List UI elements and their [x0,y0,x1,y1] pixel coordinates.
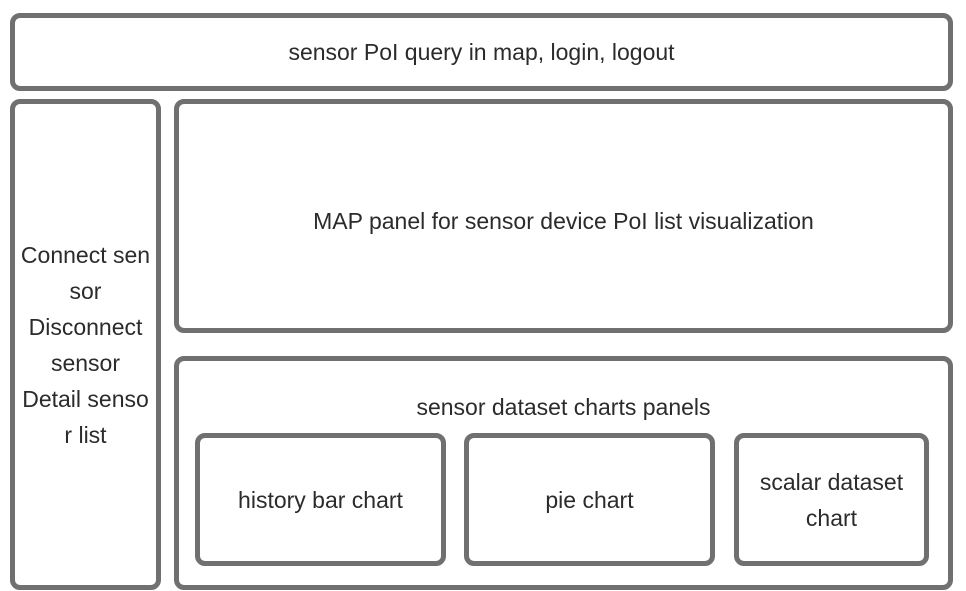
charts-panel: sensor dataset charts panels history bar… [174,356,953,590]
disconnect-sensor-button[interactable]: Disconnect sensor [28,313,143,376]
top-bar[interactable]: sensor PoI query in map, login, logout [10,13,953,91]
pie-chart-panel[interactable]: pie chart [464,433,715,566]
history-bar-chart-panel[interactable]: history bar chart [195,433,446,566]
map-panel[interactable]: MAP panel for sensor device PoI list vis… [174,99,953,333]
detail-sensor-list-button[interactable]: Detail sensor list [22,385,149,448]
sidebar: Connect sensor Disconnect sensor Detail … [10,99,161,590]
charts-panel-title: sensor dataset charts panels [416,394,711,420]
history-bar-chart-label: history bar chart [238,486,403,513]
scalar-dataset-chart-label: scalar dataset chart [759,468,904,531]
map-panel-label: MAP panel for sensor device PoI list vis… [313,208,814,234]
pie-chart-label: pie chart [545,486,634,513]
connect-sensor-button[interactable]: Connect sensor [20,241,151,304]
top-bar-label: sensor PoI query in map, login, logout [288,39,675,65]
scalar-dataset-chart-panel[interactable]: scalar dataset chart [734,433,929,566]
